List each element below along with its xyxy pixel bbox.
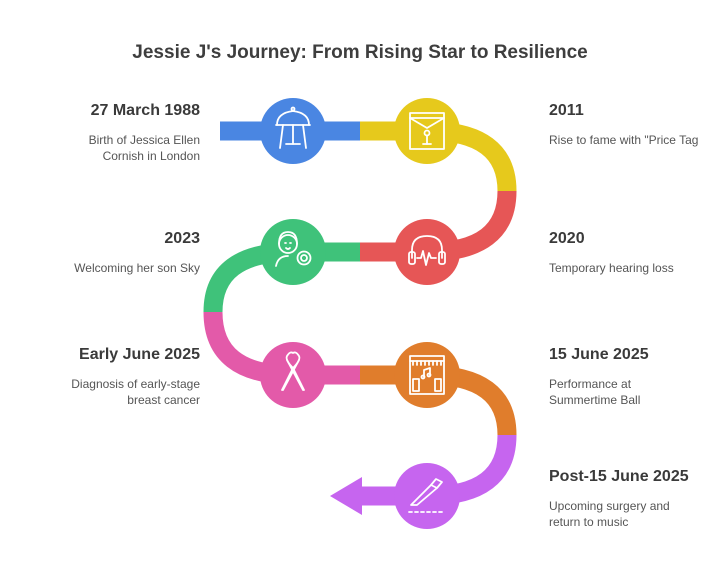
event-15-june-2025: 15 June 2025 Performance at Summertime B… — [549, 345, 699, 408]
event-1988: 27 March 1988 Birth of Jessica Ellen Cor… — [0, 101, 200, 164]
event-description: Welcoming her son Sky — [74, 261, 200, 275]
event-2020: 2020 Temporary hearing loss — [549, 229, 709, 276]
event-description: Temporary hearing loss — [549, 261, 674, 275]
concert-stage-icon — [409, 355, 445, 395]
scalpel-icon — [408, 478, 443, 513]
event-date: Post-15 June 2025 — [549, 468, 689, 485]
headphones-soundwave-icon — [408, 235, 446, 266]
carousel-icon — [275, 106, 311, 149]
event-description: Rise to fame with "Price Tag — [549, 133, 699, 147]
event-date: 27 March 1988 — [90, 102, 200, 119]
event-2011: 2011 Rise to fame with "Price Tag — [549, 101, 699, 148]
node-circle-early-june-2025 — [260, 342, 326, 408]
event-date: 15 June 2025 — [549, 346, 649, 363]
event-date: 2023 — [164, 230, 200, 247]
event-description: Performance at Summertime Ball — [549, 377, 641, 407]
node-circle-2020 — [394, 219, 460, 285]
event-description: Diagnosis of early-stage breast cancer — [71, 377, 200, 407]
page-title: Jessie J's Journey: From Rising Star to … — [132, 42, 588, 63]
road-arrow-head — [330, 477, 362, 515]
stage-microphone-icon — [409, 112, 445, 150]
event-description: Upcoming surgery and return to music — [549, 499, 670, 529]
event-date: 2011 — [549, 102, 584, 119]
event-early-june-2025: Early June 2025 Diagnosis of early-stage… — [0, 345, 200, 408]
awareness-ribbon-icon — [281, 351, 305, 391]
event-date: Early June 2025 — [79, 346, 200, 363]
event-date: 2020 — [549, 230, 585, 247]
event-description: Birth of Jessica Ellen Cornish in London — [88, 133, 200, 163]
event-2023: 2023 Welcoming her son Sky — [0, 229, 200, 276]
event-post-15-june-2025: Post-15 June 2025 Upcoming surgery and r… — [549, 467, 709, 530]
mother-baby-icon — [275, 231, 312, 267]
